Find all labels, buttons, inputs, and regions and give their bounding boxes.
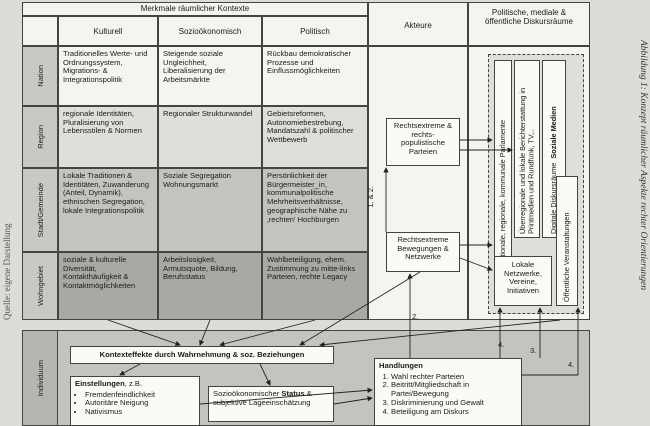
cell-region-politisch: Gebietsreformen, Autonomiebestrebung, Ma… xyxy=(262,106,368,168)
handlung-item: Diskriminierung und Gewalt xyxy=(391,398,517,408)
arrow-label-3: 3. xyxy=(530,346,537,355)
header-merkmale: Merkmale räumlicher Kontexte xyxy=(22,2,368,16)
cell-wohngebiet-kulturell: soziale & kulturelle Diversität, Kontakt… xyxy=(58,252,158,320)
akteur-parteien: Rechtsextreme & rechts-populistische Par… xyxy=(386,118,460,166)
cell-stadt-soziooekonomisch: Soziale Segregation Wohnungsmarkt xyxy=(158,168,262,252)
header-diskursraeume: Politische, mediale & öffentliche Diskur… xyxy=(468,2,590,46)
row-label-wohngebiet: Wohngebiet xyxy=(22,252,58,320)
cell-nation-politisch: Rückbau demokratischer Prozesse und Einf… xyxy=(262,46,368,106)
handlung-item: Beteiligung am Diskurs xyxy=(391,407,517,417)
arrow-label-4b: 4. xyxy=(568,360,575,369)
akteure-column xyxy=(368,46,468,320)
kontexteffekte-box: Kontexteffekte durch Wahrnehmung & soz. … xyxy=(70,346,334,364)
arrow-label-2: 2. xyxy=(412,312,419,321)
header-politisch: Politisch xyxy=(262,16,368,46)
diskurs-medien: Überregionale und lokale Berichterstattu… xyxy=(514,60,540,238)
cell-region-kulturell: regionale Identitäten, Pluralisierung vo… xyxy=(58,106,158,168)
akteur-bewegungen: Rechtsextreme Bewegungen & Netzwerke xyxy=(386,232,460,272)
row-label-nation: Nation xyxy=(22,46,58,106)
handlung-item: Beitritt/Mitgliedschaft in Partei/Bewegu… xyxy=(391,380,517,398)
cell-wohngebiet-politisch: Wahlbeteiligung, ehem. Zustimmung zu mit… xyxy=(262,252,368,320)
cell-nation-kulturell: Traditionelles Werte- und Ordnungssystem… xyxy=(58,46,158,106)
einstellungen-box: Einstellungen, z.B. Fremdenfeindlichkeit… xyxy=(70,376,200,426)
row-label-region: Region xyxy=(22,106,58,168)
cell-nation-soziooekonomisch: Steigende soziale Ungleichheit, Liberali… xyxy=(158,46,262,106)
cell-wohngebiet-soziooekonomisch: Arbeitslosigkeit, Armutsquote, Bildung, … xyxy=(158,252,262,320)
einstellung-item: Autoritäre Neigung xyxy=(85,399,195,408)
row-label-stadt: Stadt/Gemeinde xyxy=(22,168,58,252)
row-label-individuum: Individuum xyxy=(22,330,58,426)
handlung-item: Wahl rechter Parteien xyxy=(391,372,517,382)
arrow-label-4a: 4. xyxy=(498,340,505,349)
diskurs-veranstaltungen: Öffentliche Veranstaltungen xyxy=(556,176,578,306)
cell-region-soziooekonomisch: Regionaler Strukturwandel xyxy=(158,106,262,168)
status-box: Sozioökonomischer Status & subjektive La… xyxy=(208,386,334,422)
header-kulturell: Kulturell xyxy=(58,16,158,46)
header-soziooekonomisch: Sozioökonomisch xyxy=(158,16,262,46)
figure-caption: Abbildung 1: Konzept räumlicher Aspekte … xyxy=(638,40,648,291)
handlungen-box: Handlungen Wahl rechter Parteien Beitrit… xyxy=(374,358,522,426)
cell-stadt-kulturell: Lokale Traditionen & Identitäten, Zuwand… xyxy=(58,168,158,252)
arrow-label-1-2: 1. & 2. xyxy=(366,186,375,208)
einstellung-item: Fremdenfeindlichkeit xyxy=(85,390,195,400)
akteur-lokale-netzwerke: Lokale Netzwerke, Vereine, Initiativen xyxy=(494,256,552,306)
header-akteure: Akteure xyxy=(368,2,468,46)
header-blank xyxy=(22,16,58,46)
einstellung-item: Nativismus xyxy=(85,407,195,417)
cell-stadt-politisch: Persönlichkeit der Bürgermeister_in, kom… xyxy=(262,168,368,252)
